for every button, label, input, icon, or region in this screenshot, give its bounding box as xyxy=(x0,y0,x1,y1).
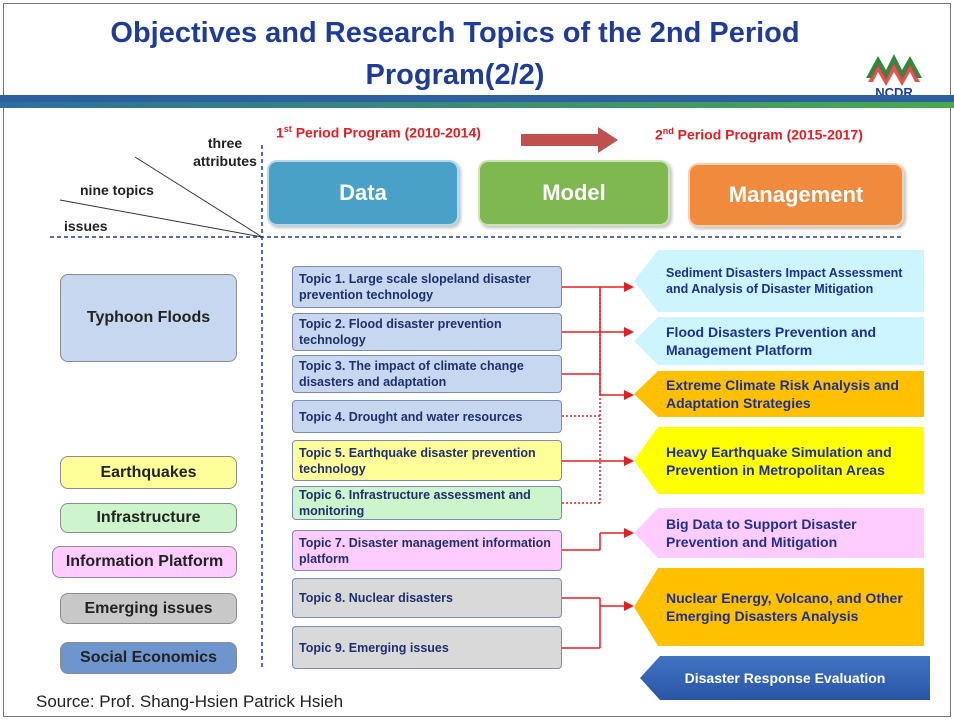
topic-3: Topic 3. The impact of climate change di… xyxy=(292,355,562,393)
attribute-model: Model xyxy=(478,160,670,226)
outcome-nuclear-energy: Nuclear Energy, Volcano, and Other Emerg… xyxy=(634,568,924,646)
header-bar xyxy=(0,95,954,102)
topic-2: Topic 2. Flood disaster prevention techn… xyxy=(292,313,562,351)
slide-title: Objectives and Research Topics of the 2n… xyxy=(110,17,800,91)
issue-information-platform: Information Platform xyxy=(52,546,237,578)
issue-infrastructure: Infrastructure xyxy=(60,503,237,533)
outcome-flood-disasters: Flood Disasters Prevention and Managemen… xyxy=(634,317,924,365)
topic-8: Topic 8. Nuclear disasters xyxy=(292,578,562,618)
issue-emerging-issues: Emerging issues xyxy=(60,593,237,624)
outcome-big-data: Big Data to Support Disaster Prevention … xyxy=(634,508,924,558)
topic-1: Topic 1. Large scale slopeland disaster … xyxy=(292,266,562,308)
label-nine-topics: nine topics xyxy=(80,182,154,198)
label-issues: issues xyxy=(64,218,108,234)
topic-4: Topic 4. Drought and water resources xyxy=(292,400,562,433)
slide-frame xyxy=(3,3,951,717)
disaster-response-evaluation: Disaster Response Evaluation xyxy=(640,656,930,700)
issue-typhoon-floods: Typhoon Floods xyxy=(60,274,237,362)
issue-social-economics: Social Economics xyxy=(60,642,237,674)
period2-label: 2nd Period Program (2015-2017) xyxy=(655,126,863,143)
topic-7: Topic 7. Disaster management information… xyxy=(292,530,562,571)
outcome-heavy-earthquake: Heavy Earthquake Simulation and Preventi… xyxy=(634,427,924,494)
source-citation: Source: Prof. Shang-Hsien Patrick Hsieh xyxy=(36,692,344,711)
topic-9: Topic 9. Emerging issues xyxy=(292,626,562,669)
label-three-attributes: three attributes xyxy=(193,135,257,169)
outcome-extreme-climate: Extreme Climate Risk Analysis and Adapta… xyxy=(634,371,924,417)
period1-label: 1st Period Program (2010-2014) xyxy=(276,124,481,141)
attribute-management: Management xyxy=(688,163,904,227)
topic-5: Topic 5. Earthquake disaster prevention … xyxy=(292,440,562,481)
attribute-data: Data xyxy=(267,160,459,226)
header-bar-accent xyxy=(0,102,954,108)
topic-6: Topic 6. Infrastructure assessment and m… xyxy=(292,486,562,520)
period-arrow xyxy=(521,127,618,153)
issue-earthquakes: Earthquakes xyxy=(60,456,237,489)
outcome-sediment-disasters: Sediment Disasters Impact Assessment and… xyxy=(634,250,924,312)
